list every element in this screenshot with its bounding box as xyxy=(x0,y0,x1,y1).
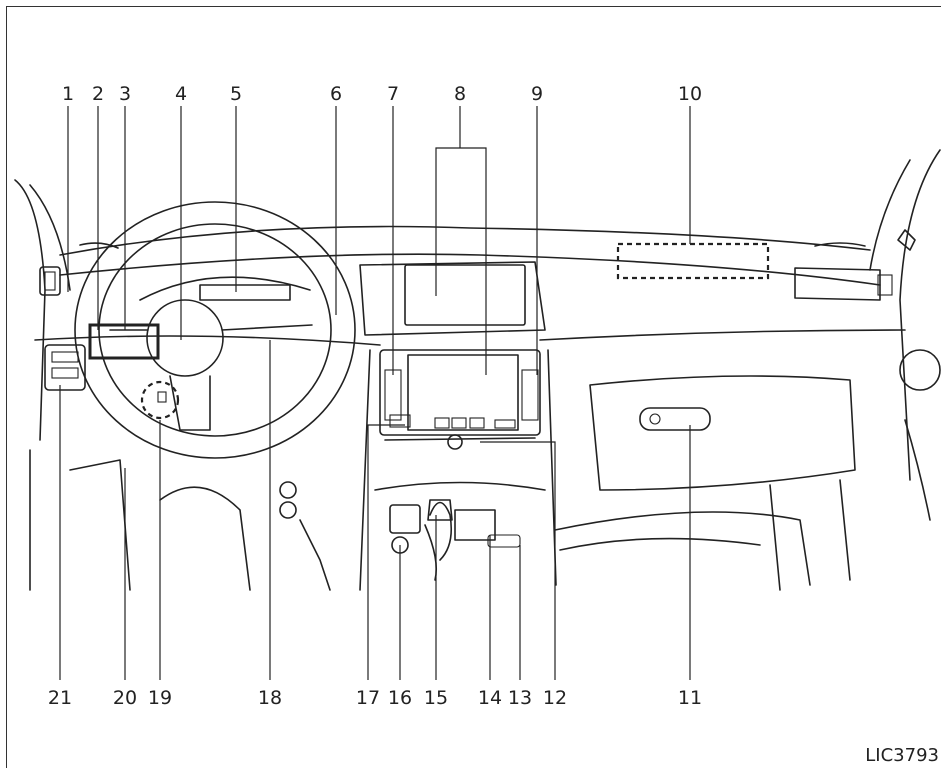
dashboard-illustration xyxy=(14,149,941,591)
callout-6: 6 xyxy=(330,83,342,105)
callout-4: 4 xyxy=(175,83,187,105)
callout-15: 15 xyxy=(424,687,448,709)
callout-19: 19 xyxy=(148,687,172,709)
callout-20: 20 xyxy=(113,687,137,709)
callout-8: 8 xyxy=(454,83,466,105)
callout-21: 21 xyxy=(48,687,72,709)
callout-9: 9 xyxy=(531,83,543,105)
callout-10: 10 xyxy=(678,83,702,105)
callout-1: 1 xyxy=(62,83,74,105)
callout-17: 17 xyxy=(356,687,380,709)
leader-lines xyxy=(59,106,691,680)
callout-2: 2 xyxy=(92,83,104,105)
callout-11: 11 xyxy=(678,687,702,709)
callout-labels: 1 2 3 4 5 6 7 8 9 10 11 12 13 14 15 16 1… xyxy=(48,83,702,709)
callout-18: 18 xyxy=(258,687,282,709)
figure-code: LIC3793 xyxy=(865,745,939,766)
callout-16: 16 xyxy=(388,687,412,709)
callout-5: 5 xyxy=(230,83,242,105)
callout-12: 12 xyxy=(543,687,567,709)
callout-3: 3 xyxy=(119,83,131,105)
callout-13: 13 xyxy=(508,687,532,709)
figure-frame xyxy=(6,6,941,768)
callout-14: 14 xyxy=(478,687,502,709)
callout-7: 7 xyxy=(387,83,399,105)
